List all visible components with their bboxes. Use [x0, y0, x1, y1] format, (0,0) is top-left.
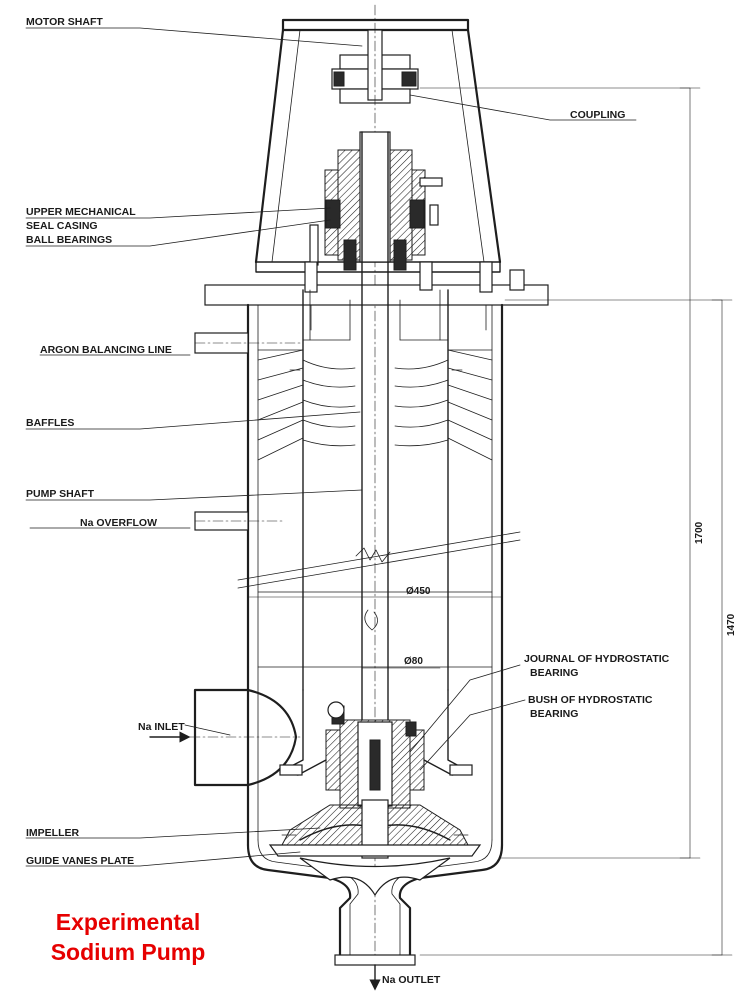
height-1470-label: 1470 [726, 613, 737, 636]
top-flange [204, 261, 549, 331]
nozzles [194, 332, 301, 531]
baffles [257, 349, 493, 668]
label-seal-casing: SEAL CASING [26, 220, 98, 232]
upper-mechanical-seal-casing [309, 131, 443, 271]
label-bush-hydrostatic: BUSH OF HYDROSTATIC [528, 694, 653, 706]
label-guide-vanes-plate: GUIDE VANES PLATE [26, 855, 134, 867]
label-na-outlet: Na OUTLET [382, 974, 441, 986]
title-line-2: Sodium Pump [50, 939, 206, 965]
diagram-title: Experimental Sodium Pump [28, 907, 228, 967]
diameter-80-label: Ø80 [404, 656, 423, 667]
labels: MOTOR SHAFT COUPLING UPPER MECHANICAL SE… [26, 16, 670, 986]
vertical-dimensions: 1700 1470 [419, 87, 737, 956]
label-journal-hydrostatic: JOURNAL OF HYDROSTATIC [524, 653, 670, 665]
label-impeller: IMPELLER [26, 827, 80, 839]
leader-lines [25, 27, 637, 867]
label-upper-mechanical: UPPER MECHANICAL [26, 206, 136, 218]
diameter-dimensions: Ø450 Ø80 [247, 586, 503, 669]
hydrostatic-bearing [279, 689, 473, 809]
na-inlet-nozzle [189, 688, 301, 787]
label-motor-shaft: MOTOR SHAFT [26, 16, 103, 28]
shield-plug [302, 289, 449, 691]
label-na-inlet: Na INLET [138, 721, 185, 733]
break-line [237, 531, 521, 589]
label-ball-bearings: BALL BEARINGS [26, 234, 112, 246]
pump-shaft [355, 131, 391, 721]
title-line-1: Experimental [55, 909, 201, 935]
label-baffles: BAFFLES [26, 417, 74, 429]
label-na-overflow: Na OVERFLOW [80, 517, 157, 529]
tank-shell [246, 303, 504, 966]
diameter-450-label: Ø450 [406, 586, 431, 597]
label-journal-bearing: BEARING [530, 667, 578, 679]
label-coupling: COUPLING [570, 109, 625, 121]
label-bush-bearing: BEARING [530, 708, 578, 720]
label-argon-balancing-line: ARGON BALANCING LINE [40, 344, 172, 356]
label-pump-shaft: PUMP SHAFT [26, 488, 95, 500]
height-1700-label: 1700 [694, 521, 705, 544]
impeller-guide-vanes [268, 799, 482, 897]
